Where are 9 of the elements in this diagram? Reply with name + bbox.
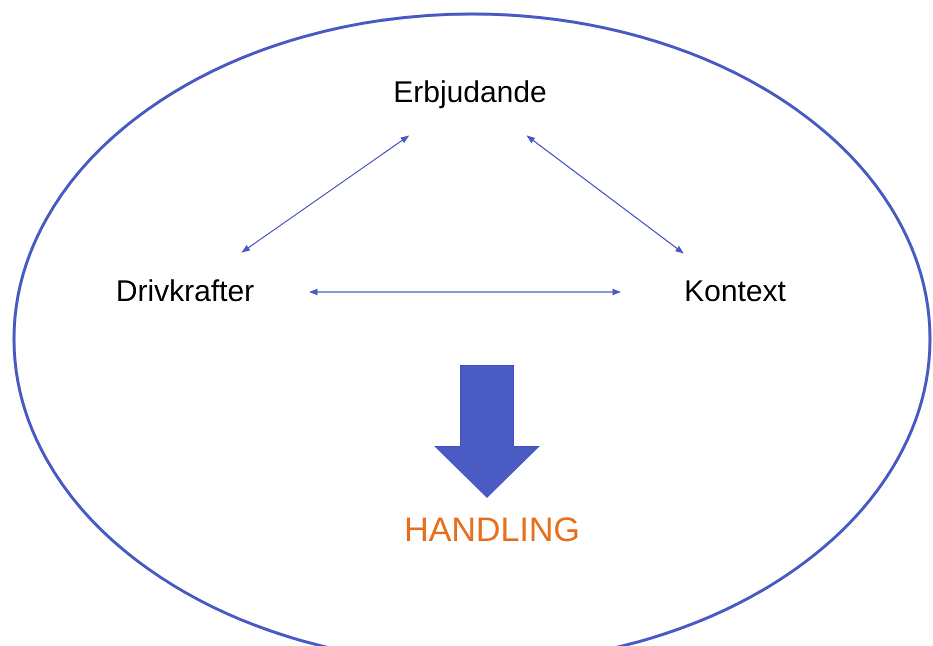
double-arrow <box>242 136 410 252</box>
block-arrow <box>434 365 540 498</box>
factor-label: Erbjudande <box>393 76 547 110</box>
factor-label: Kontext <box>684 275 786 309</box>
ellipse-boundary <box>12 12 932 646</box>
double-arrow <box>526 136 684 254</box>
outcome-label: HANDLING <box>404 510 580 550</box>
factor-label: Drivkrafter <box>116 275 254 309</box>
double-arrow <box>309 288 621 296</box>
